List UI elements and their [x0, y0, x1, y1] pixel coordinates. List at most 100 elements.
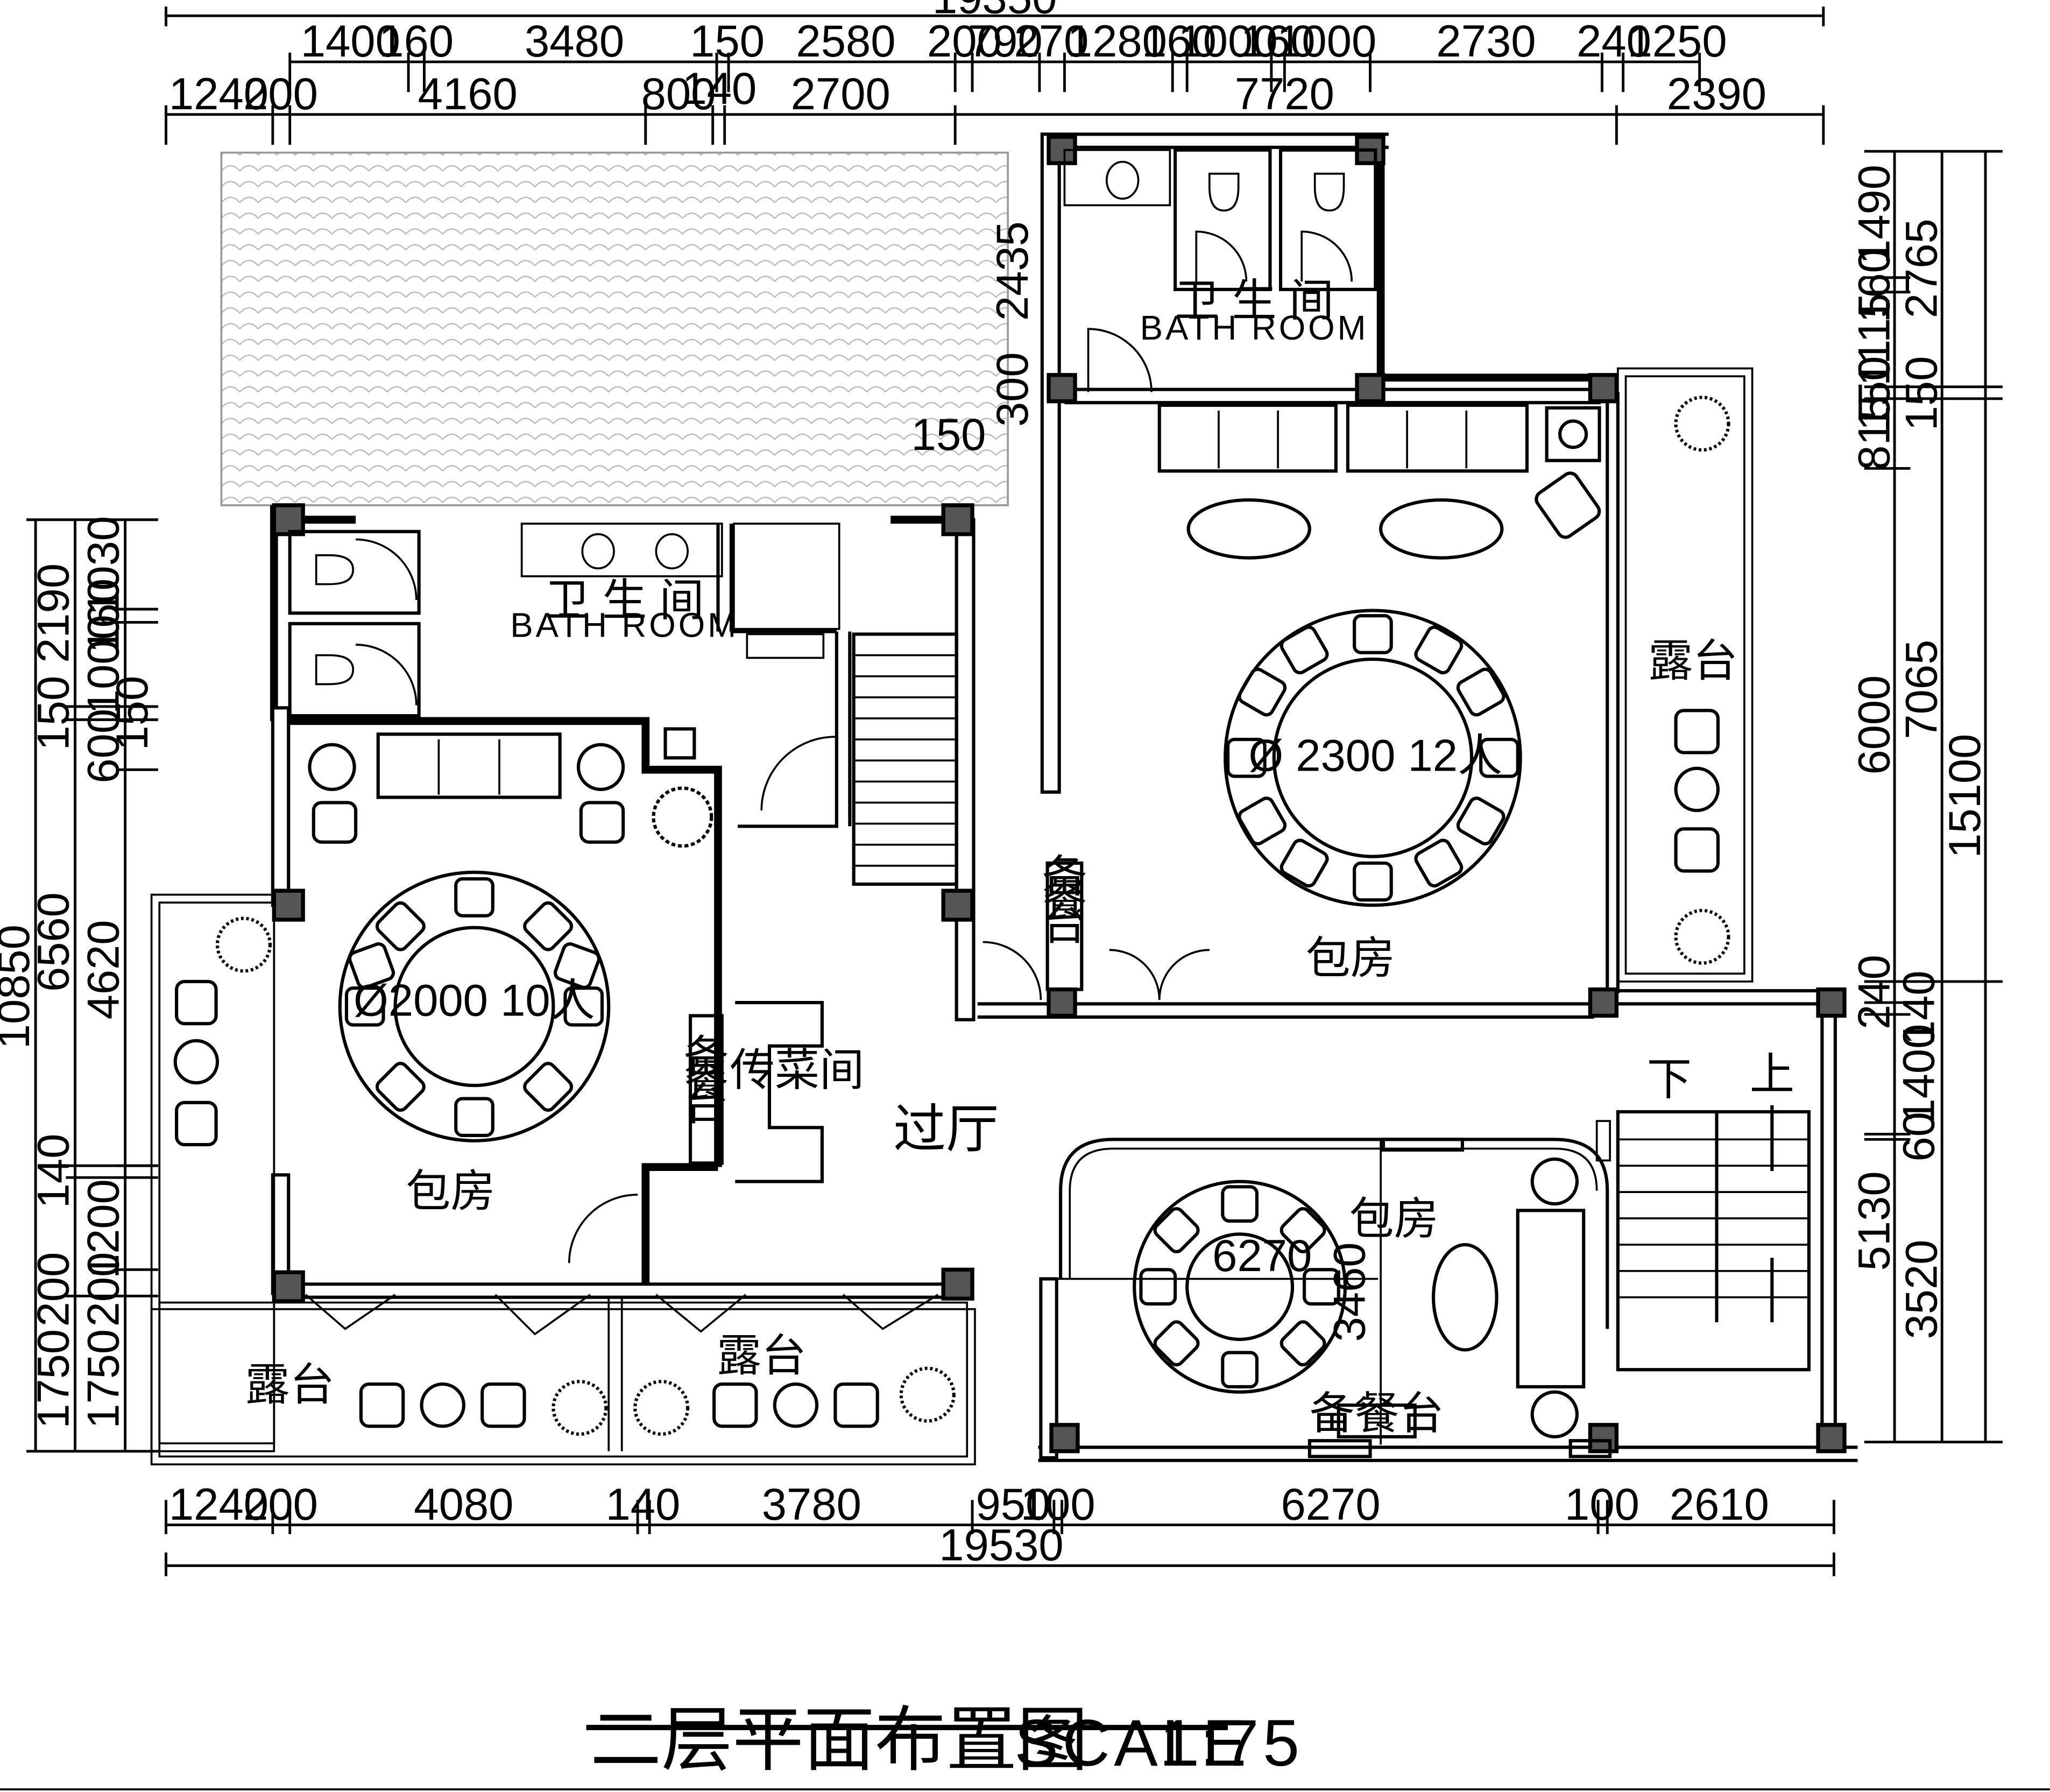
- stairs-right: 下 上: [1595, 1049, 1811, 1372]
- dim-left-r2-4: 600: [78, 709, 128, 784]
- sideboard-left-1: 备: [684, 1032, 729, 1082]
- dim-bot-9: 2610: [1670, 1479, 1769, 1529]
- columns: [272, 135, 1847, 1454]
- sideboard-bottom-label: 备餐台: [1310, 1388, 1444, 1438]
- plant-icon: [652, 786, 713, 848]
- sofa: [376, 732, 562, 799]
- drawing-title: 二层平面布置图: [590, 1701, 1088, 1780]
- dim-left-r1-0: 2190: [28, 563, 78, 663]
- dim-left-r1-2: 6560: [28, 892, 78, 992]
- sink-icon: [581, 533, 615, 570]
- dim-top-r1-9: 160: [1142, 16, 1217, 66]
- dim-top-r2-2: 4160: [418, 69, 518, 119]
- dim-2435: 2435: [987, 221, 1037, 321]
- sink-icon: [655, 533, 689, 570]
- dim-right-r1-6: 240: [1849, 955, 1899, 1029]
- sideboard-right-1: 备: [1042, 852, 1087, 902]
- bathroom-left: 卫 生 间 BATH ROOM: [288, 523, 825, 718]
- bath-label-cn-left: 卫 生 间: [545, 575, 704, 625]
- dim-right-r1-8: 1400: [1893, 1024, 1943, 1124]
- dim-top-r1-1: 160: [379, 16, 454, 66]
- dim-top-r2-5: 2700: [791, 69, 890, 119]
- dim-left-r2-2: 1000: [78, 615, 128, 714]
- sideboard-left-2: 餐: [684, 1056, 729, 1106]
- dim-top-r2-6: 7720: [1235, 69, 1334, 119]
- toilet-icon: [1208, 172, 1240, 212]
- dim-3460: 3460: [1325, 1242, 1375, 1342]
- terraces: 露台 露台 露台: [150, 367, 1754, 1466]
- dim-left-total: 10850: [0, 925, 39, 1049]
- dim-left-r2-0: 1030: [78, 516, 128, 616]
- room-label-right: 包房: [1306, 933, 1395, 983]
- dim-top-r2-3: 800: [641, 69, 716, 119]
- top-dimensions: 19350 1400 160 3480 150 2580 200 790 270…: [165, 0, 1825, 145]
- tiled-roof: [220, 151, 1009, 506]
- toilet-icon: [315, 554, 355, 585]
- terrace-label-right: 露台: [1648, 636, 1737, 686]
- plant-icon: [215, 396, 1730, 1436]
- dim-right-r2-1: 150: [1896, 356, 1946, 431]
- room-label-bottom: 包房: [1349, 1194, 1438, 1244]
- chairs-left: [344, 877, 604, 1138]
- dim-left-r1-3: 140: [28, 1134, 78, 1209]
- round-table-left: [338, 870, 611, 1142]
- dim-bot-3: 140: [605, 1479, 680, 1529]
- dim-bot-6: 100: [1021, 1479, 1095, 1529]
- stair-down-label: 下: [1647, 1054, 1692, 1104]
- dim-top-r1-10: 1000: [1178, 16, 1277, 66]
- chairs-right: [1226, 614, 1519, 902]
- dim-left-r1-5: 1750: [28, 1329, 78, 1429]
- dim-right-r2-0: 2765: [1896, 218, 1946, 318]
- private-room-left: Ø2000 10人 包房 备 餐 台: [308, 727, 729, 1264]
- dim-right-r1-0: 1490: [1849, 165, 1899, 264]
- bottom-dimensions: 1240 200 4080 140 3780 950 100 6270 100 …: [165, 1479, 1835, 1577]
- dim-bot-0: 1240: [169, 1479, 268, 1529]
- private-room-bottom: 6270 3460 包房 备餐台: [1133, 1138, 1612, 1458]
- dim-right-r2-2: 7065: [1896, 640, 1946, 739]
- dim-top-r1-11: 160: [1241, 16, 1316, 66]
- dim-right-r1-2: 1115: [1849, 293, 1899, 386]
- chairs-bottom: [1139, 1185, 1340, 1389]
- terrace-label-mid: 露台: [717, 1331, 806, 1381]
- toilet-icon: [315, 654, 355, 686]
- dim-300: 300: [987, 352, 1037, 427]
- scale-label: SCALE: [1014, 1706, 1250, 1780]
- dim-top-r2-4: 140: [682, 64, 757, 114]
- dim-bot-4: 3780: [762, 1479, 861, 1529]
- dim-right-r1-4: 815: [1849, 396, 1899, 470]
- dim-right-r1-7: 140: [1893, 970, 1943, 1045]
- serving-room: 传菜间 过厅: [730, 1000, 999, 1183]
- table-bottom-label: 6270: [1212, 1231, 1312, 1281]
- table-right-label: Ø 2300 12人: [1248, 731, 1502, 781]
- dim-left-r2-3: 150: [107, 676, 157, 751]
- dim-top-r1-14: 240: [1577, 16, 1651, 66]
- dim-right-r1-10: 5130: [1849, 1171, 1899, 1271]
- private-room-right: Ø 2300 12人 包房 备 餐 台: [982, 403, 1601, 1000]
- dim-left-r2-6: 1200: [78, 1179, 128, 1279]
- serving-room-label: 传菜间: [730, 1045, 865, 1095]
- dim-left-r1-4: 200: [28, 1252, 78, 1327]
- dim-bot-1: 200: [243, 1479, 318, 1529]
- dim-top-r2-0: 1240: [169, 69, 268, 119]
- dim-top-r1-3: 150: [690, 16, 765, 66]
- sofa: [1157, 403, 1338, 473]
- dim-bot-2: 4080: [414, 1479, 513, 1529]
- scale-value: 1:75: [1160, 1706, 1304, 1780]
- bath-label-en-left: BATH ROOM: [510, 606, 739, 644]
- dim-bot-total: 19530: [939, 1520, 1063, 1570]
- round-table-right: [1224, 609, 1522, 907]
- dim-left-r2-8: 1750: [78, 1329, 128, 1429]
- dim-top-r1-15: 1250: [1627, 16, 1727, 66]
- stair-up-label: 上: [1750, 1049, 1794, 1099]
- dim-left-r2-7: 200: [78, 1252, 128, 1327]
- dim-left-r1-1: 150: [28, 676, 78, 751]
- dim-150: 150: [911, 410, 986, 460]
- dim-top-r1-8: 1280: [1068, 16, 1167, 66]
- walls: [270, 132, 1858, 1462]
- terrace-label-left: 露台: [245, 1359, 334, 1409]
- table-left-label: Ø2000 10人: [354, 976, 595, 1026]
- dim-right-r2-3: 3520: [1896, 1240, 1946, 1339]
- bath-label-cn: 卫 生 间: [1175, 276, 1334, 326]
- dim-top-r1-6: 790: [968, 16, 1043, 66]
